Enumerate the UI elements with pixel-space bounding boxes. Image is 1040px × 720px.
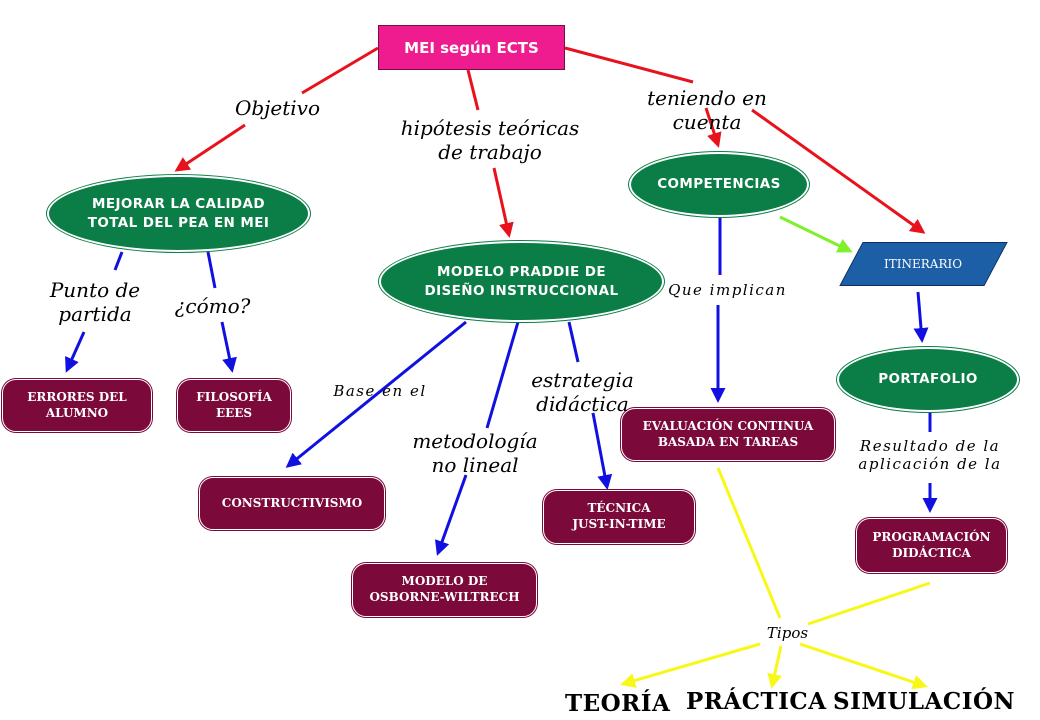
node-itinerario[interactable]: ITINERARIO — [839, 242, 1008, 286]
label-teniendo: teniendo en cuenta — [647, 86, 767, 135]
edge-root-hipotesis — [466, 69, 480, 111]
edge-praddie-metodologia — [485, 321, 520, 429]
node-errores-alumno[interactable]: ERRORES DEL ALUMNO — [2, 379, 152, 432]
node-constructivismo[interactable]: CONSTRUCTIVISMO — [199, 477, 385, 530]
outcome-simulacion: SIMULACIÓN — [833, 688, 1016, 715]
edge-praddie-estrategia — [567, 321, 580, 363]
itinerario-label: ITINERARIO — [884, 257, 963, 271]
edge-tipos-simulacion — [799, 642, 928, 690]
label-hipotesis: hipótesis teóricas de trabajo — [400, 116, 580, 165]
edge-competencias-itinerario — [779, 215, 853, 253]
node-portafolio[interactable]: PORTAFOLIO — [837, 347, 1019, 412]
label-que-implican: Que implican — [668, 281, 787, 299]
label-resultado: Resultado de la aplicación de la — [858, 437, 1002, 474]
node-filosofia-eees[interactable]: FILOSOFÍA EEES — [177, 379, 291, 432]
edge-tipos-teoria — [620, 642, 761, 688]
edge-teniendo-itinerario — [751, 108, 926, 234]
node-evaluacion-continua[interactable]: EVALUACIÓN CONTINUA BASADA EN TAREAS — [621, 408, 835, 461]
outcome-teoria: TEORÍA — [565, 690, 671, 717]
edge-root-teniendo — [564, 46, 694, 84]
root-node[interactable]: MEI según ECTS — [378, 25, 565, 70]
edge-hipotesis-praddie — [492, 167, 514, 238]
edge-como-filosofia — [220, 321, 237, 373]
label-como: ¿cómo? — [174, 294, 251, 318]
node-mejorar-calidad[interactable]: MEJORAR LA CALIDAD TOTAL DEL PEA EN MEI — [47, 175, 310, 252]
node-tecnica-jit[interactable]: TÉCNICA JUST-IN-TIME — [543, 490, 695, 544]
outcome-practica: PRÁCTICA — [686, 688, 827, 715]
edge-praddie-constructivismo — [285, 320, 467, 468]
node-competencias[interactable]: COMPETENCIAS — [629, 152, 809, 217]
edge-programacion-tipos — [807, 581, 931, 626]
label-objetivo: Objetivo — [234, 96, 320, 120]
label-metodologia: metodología no lineal — [412, 429, 538, 478]
label-estrategia: estrategia didáctica — [531, 368, 634, 417]
edge-tipos-practica — [767, 645, 783, 689]
edge-root-objetivo — [301, 46, 379, 95]
edge-mejorar-punto — [113, 251, 124, 271]
edge-mejorar-como — [206, 251, 217, 289]
node-modelo-osborne[interactable]: MODELO DE OSBORNE-WILTRECH — [352, 563, 537, 617]
edge-teniendo-competencias — [704, 107, 722, 148]
label-base-en-el: Base en el — [333, 382, 427, 400]
edge-punto-errores — [65, 331, 86, 373]
node-modelo-praddie[interactable]: MODELO PRADDIE DE DISEÑO INSTRUCCIONAL — [379, 241, 664, 322]
edge-itinerario-portafolio — [913, 291, 929, 343]
edge-metodologia-osborne — [434, 474, 468, 556]
edge-estrategia-tecnica — [591, 412, 613, 490]
label-punto-partida: Punto de partida — [49, 278, 141, 327]
edge-objetivo-mejorar — [174, 123, 246, 172]
node-programacion-didactica[interactable]: PROGRAMACIÓN DIDÁCTICA — [856, 518, 1007, 573]
label-tipos: Tipos — [766, 624, 809, 642]
edge-evaluacion-tipos — [716, 467, 782, 619]
